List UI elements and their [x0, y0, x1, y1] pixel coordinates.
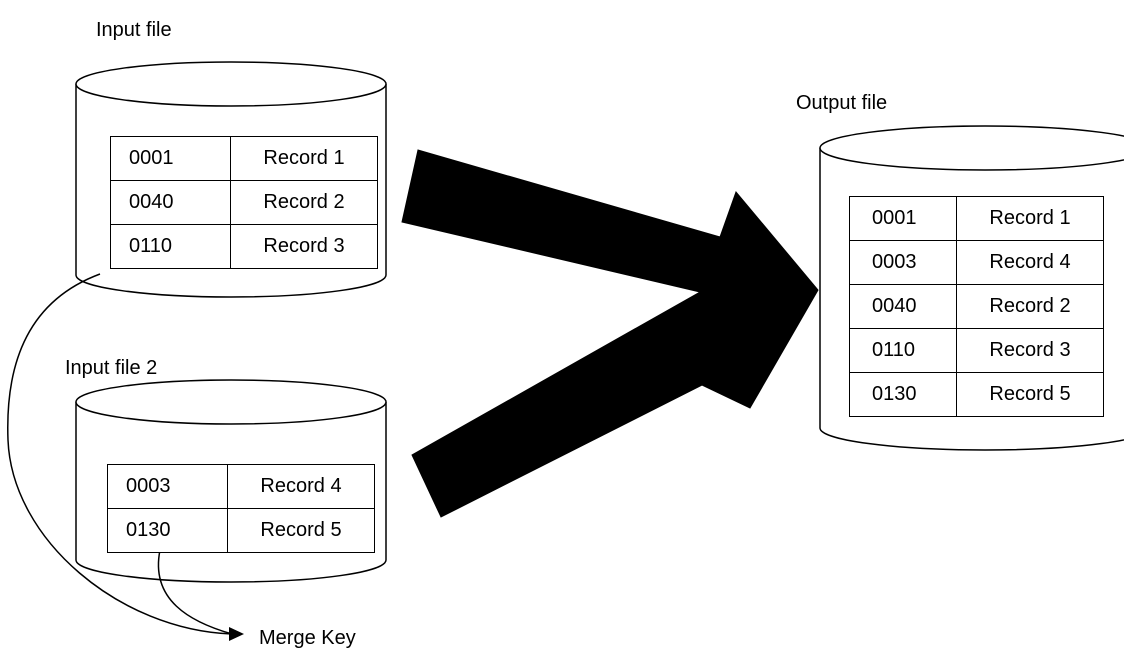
record-key-cell: 0001 — [849, 196, 957, 241]
input-file-2-label: Input file 2 — [65, 357, 158, 379]
record-key-cell: 0130 — [107, 508, 228, 553]
record-key-cell: 0110 — [110, 224, 231, 269]
record-key-cell: 0001 — [110, 136, 231, 181]
record-value-cell: Record 5 — [956, 372, 1104, 417]
output-file-label: Output file — [796, 92, 888, 114]
record-key-cell: 0003 — [849, 240, 957, 285]
record-value-cell: Record 5 — [227, 508, 375, 553]
input-file-1-label: Input file — [96, 19, 172, 41]
record-value-cell: Record 1 — [956, 196, 1104, 241]
merge-key-curve-2 — [157, 549, 233, 635]
record-value-cell: Record 1 — [230, 136, 378, 181]
record-value-cell: Record 4 — [227, 464, 375, 509]
record-value-cell: Record 3 — [956, 328, 1104, 373]
merge-key-curve-1 — [7, 273, 233, 635]
record-key-cell: 0040 — [110, 180, 231, 225]
merge-arrow — [401, 149, 819, 518]
record-key-cell: 0130 — [849, 372, 957, 417]
record-key-cell: 0003 — [107, 464, 228, 509]
record-value-cell: Record 3 — [230, 224, 378, 269]
record-value-cell: Record 2 — [230, 180, 378, 225]
merge-key-arrowhead — [229, 627, 244, 641]
record-value-cell: Record 2 — [956, 284, 1104, 329]
record-key-cell: 0040 — [849, 284, 957, 329]
record-key-cell: 0110 — [849, 328, 957, 373]
merge-key-label: Merge Key — [259, 627, 356, 648]
record-value-cell: Record 4 — [956, 240, 1104, 285]
